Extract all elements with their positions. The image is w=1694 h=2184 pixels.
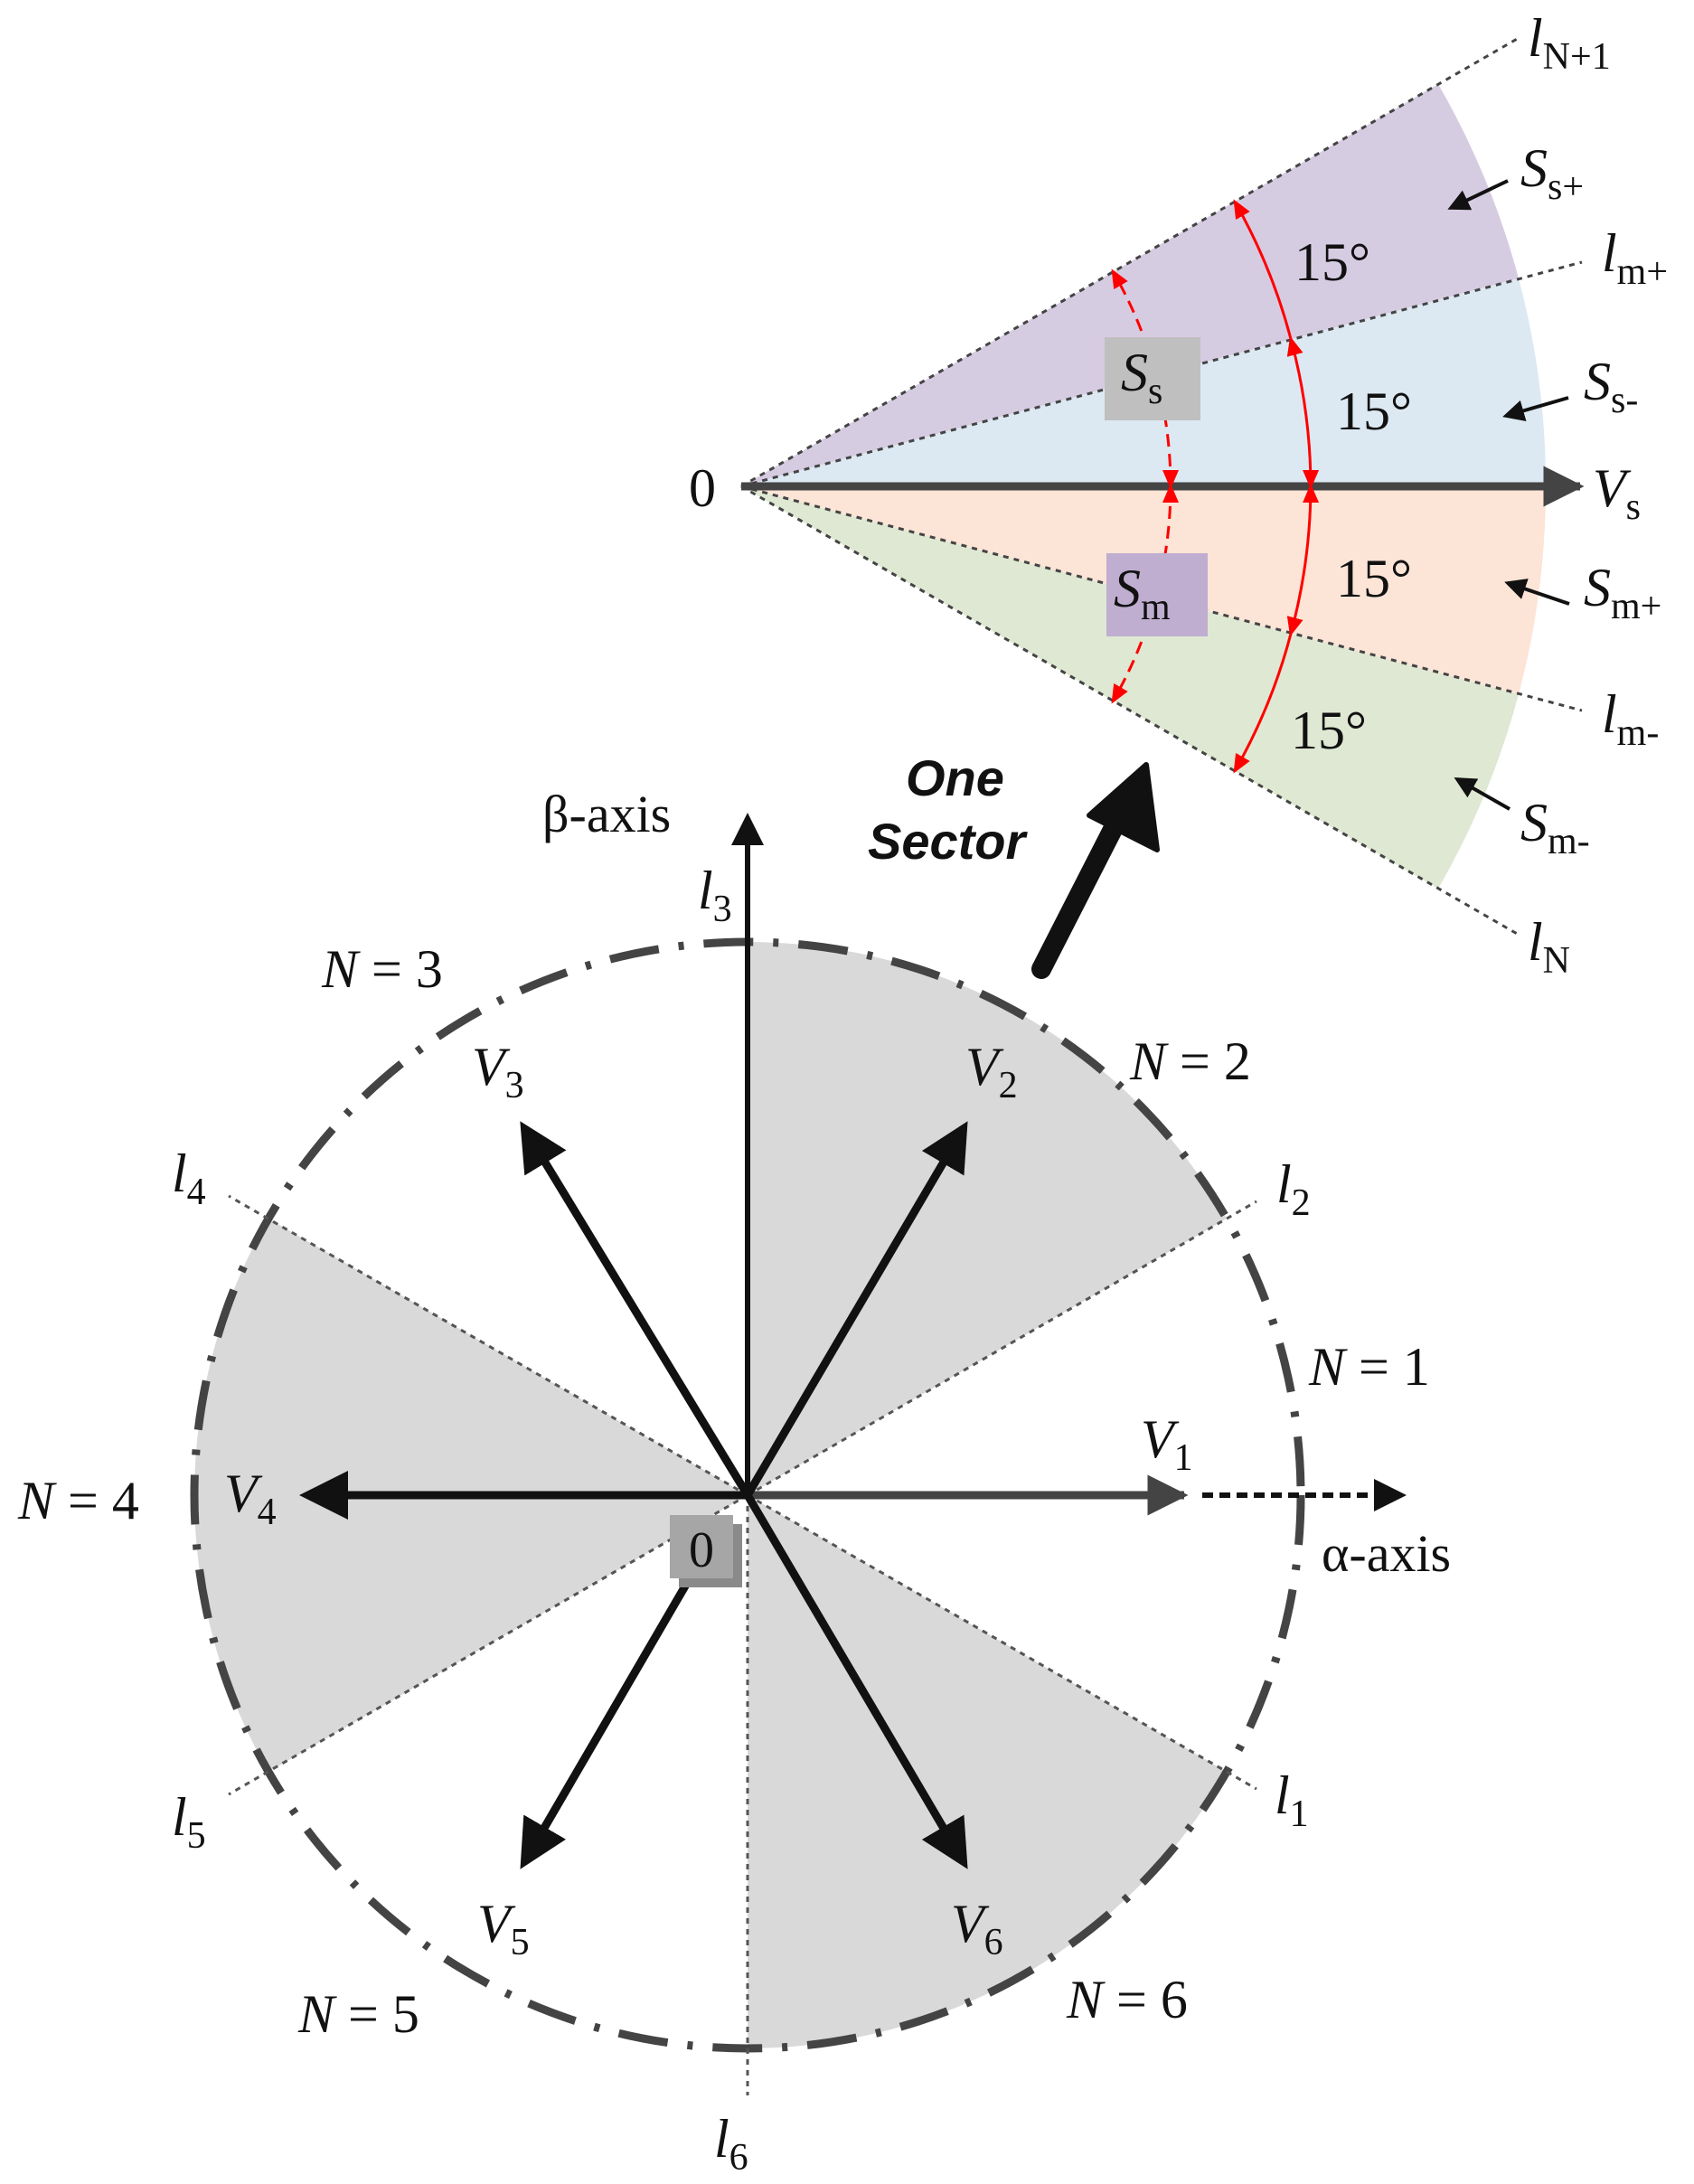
angle-label-1: 15° xyxy=(1294,232,1370,292)
line-label-l6: l6 xyxy=(714,2109,748,2179)
vector-label-v6: V6 xyxy=(951,1894,1003,1963)
region-label-sm-minus: Sm- xyxy=(1520,793,1590,862)
region-label-ss-minus: Ss- xyxy=(1584,352,1638,421)
callout-line-sector: Sector xyxy=(868,813,1028,870)
vector-label-v1: V1 xyxy=(1141,1409,1193,1479)
boundary-line-l2 xyxy=(747,1200,1257,1497)
sector-label-n4: N = 4 xyxy=(17,1471,139,1530)
line-label-l4: l4 xyxy=(172,1144,206,1213)
line-label-l2: l2 xyxy=(1276,1154,1311,1224)
vector-v3-arrow xyxy=(520,1121,751,1498)
line-l-n1 xyxy=(740,36,1520,488)
vs-label: Vs xyxy=(1593,458,1641,528)
angle-label-2: 15° xyxy=(1336,381,1412,441)
one-sector-callout: One Sector xyxy=(868,749,1160,979)
vector-v6-arrow xyxy=(744,1492,968,1869)
sm-box-label: Sm xyxy=(1114,559,1171,628)
region-label-sm-plus: Sm+ xyxy=(1584,558,1661,627)
ss-box-label: Ss xyxy=(1121,343,1162,412)
vector-label-v3: V3 xyxy=(472,1037,524,1106)
line-label-l1: l1 xyxy=(1275,1765,1309,1835)
line-label-l3: l3 xyxy=(698,861,732,930)
line-label-l-mminus: lm- xyxy=(1602,684,1659,754)
sector-label-n3: N = 3 xyxy=(321,939,443,999)
angle-label-4: 15° xyxy=(1291,701,1367,760)
sector-origin-label: 0 xyxy=(689,458,716,518)
boundary-line-l5 xyxy=(228,1493,748,1796)
hexagon-vector-diagram: 0 β-axis α-axis V1 V2 V3 V4 V5 V6 l1 l2 … xyxy=(17,785,1451,2179)
pointer-sm-plus xyxy=(1504,579,1570,606)
inner-arc-lower xyxy=(1111,469,1180,704)
beta-axis-label: β-axis xyxy=(542,785,671,843)
vector-label-v2: V2 xyxy=(965,1037,1018,1106)
line-label-l5: l5 xyxy=(172,1787,206,1857)
vector-label-v5: V5 xyxy=(477,1894,530,1963)
vector-v5-arrow xyxy=(520,1558,703,1869)
pointer-ss-plus xyxy=(1447,179,1509,211)
line-label-l-n1: lN+1 xyxy=(1528,8,1611,78)
pointer-ss-minus xyxy=(1502,396,1569,421)
ss-box xyxy=(1105,337,1200,420)
sector-label-n1: N = 1 xyxy=(1308,1337,1430,1397)
line-label-l-n: lN xyxy=(1528,912,1570,982)
callout-arrow xyxy=(1031,800,1133,979)
line-l-n xyxy=(740,485,1520,937)
outer-arc-1 xyxy=(1233,199,1303,357)
sector-fill-6 xyxy=(748,1495,1227,2048)
outer-arc-4 xyxy=(1233,616,1303,774)
boundary-line-l1 xyxy=(747,1493,1257,1791)
sector-detail: Ss Sm 15° 15° 15° 15° 0 Vs lN+1 lm+ lm- … xyxy=(689,8,1668,982)
region-label-ss-plus: Ss+ xyxy=(1520,138,1584,208)
origin-box xyxy=(670,1515,733,1578)
sector-label-n5: N = 5 xyxy=(297,1984,419,2044)
angle-label-3: 15° xyxy=(1336,549,1412,608)
vector-v2-arrow xyxy=(744,1121,968,1498)
sm-box xyxy=(1106,553,1208,636)
sector-label-n2: N = 2 xyxy=(1129,1031,1251,1091)
sector-fill-2-3 xyxy=(748,942,1227,1495)
callout-line-one: One xyxy=(906,749,1004,806)
callout-arrowhead xyxy=(1087,762,1160,852)
sector-label-n6: N = 6 xyxy=(1066,1970,1188,2029)
vector-label-v4: V4 xyxy=(224,1464,277,1533)
pointer-sm-minus xyxy=(1454,777,1510,811)
alpha-axis-label: α-axis xyxy=(1322,1524,1451,1583)
boundary-line-l4 xyxy=(228,1194,748,1497)
inner-arc-upper xyxy=(1111,268,1180,504)
origin-label: 0 xyxy=(689,1522,714,1578)
line-label-l-mplus: lm+ xyxy=(1602,223,1668,293)
